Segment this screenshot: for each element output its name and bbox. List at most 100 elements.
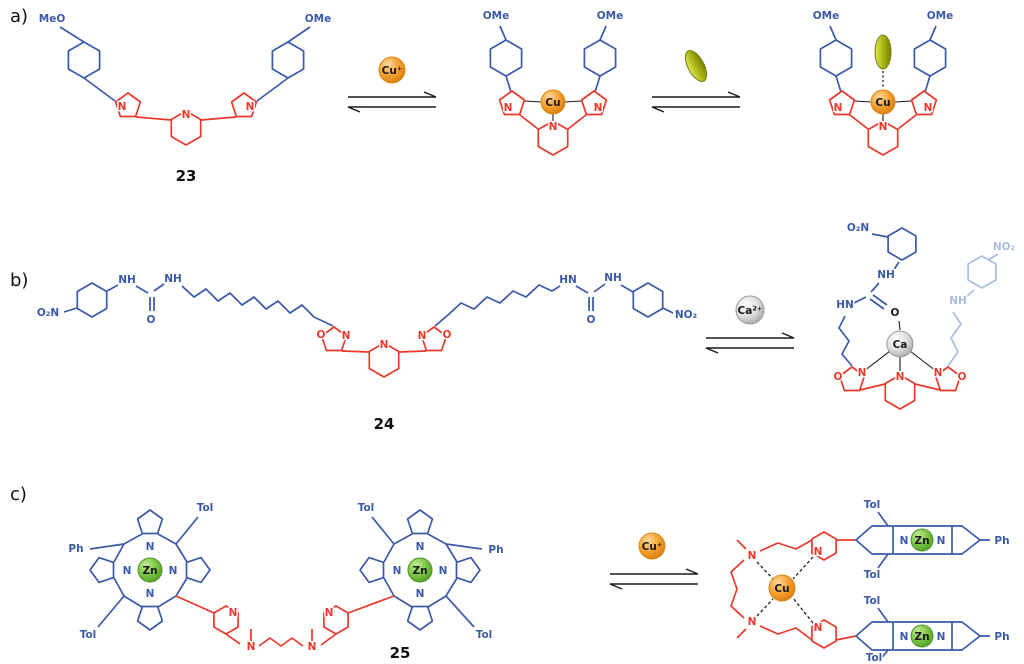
- methoxy-label: MeO: [39, 13, 66, 25]
- oxygen-label: O: [587, 314, 596, 326]
- nitrogen-label: N: [146, 541, 155, 553]
- benzene-ring: [819, 39, 853, 77]
- zinc-label: Zn: [914, 631, 929, 643]
- bonds-red: [175, 595, 395, 647]
- panel-c: c) Zn Zn N N N N N N N N: [10, 484, 1011, 664]
- methoxy-label: OMe: [597, 10, 624, 22]
- zinc-center: [407, 557, 433, 583]
- amide-nh-label: HN: [836, 299, 854, 311]
- complex-24-ca: Ca N N N O O O HN NH O₂N NH NO₂: [832, 221, 1017, 410]
- nitrogen-label: N: [814, 622, 823, 634]
- panel-b: b) O₂N NH O NH N O N N O HN O NH NO₂ 24: [10, 221, 1017, 435]
- copper-center: [540, 89, 566, 115]
- nitrogen-label: N: [416, 588, 425, 600]
- amide-nh-label: NH: [877, 269, 895, 281]
- benzene-ring: [913, 39, 947, 77]
- panel-label: a): [10, 6, 28, 27]
- equilibrium-arrows: [347, 91, 437, 113]
- calcium-center: [886, 330, 914, 358]
- pyrrole-ring: [136, 509, 164, 535]
- copper-label: Cu: [875, 97, 890, 109]
- phenyl-label: Ph: [488, 544, 503, 556]
- equilibrium-arrows: [609, 568, 699, 590]
- tolyl-label: Tol: [197, 502, 214, 514]
- bonds-red: [135, 116, 237, 121]
- nitrogen-label: N: [814, 546, 823, 558]
- amide-nh-label: NH: [164, 273, 182, 285]
- equilibrium-arrows: [651, 91, 741, 113]
- equilibrium-b: Ca²⁺: [705, 295, 795, 354]
- nitrogen-label: N: [934, 367, 943, 379]
- nitrogen-label: N: [247, 641, 256, 653]
- pyrrole-ring: [136, 605, 164, 631]
- panel-label: c): [10, 484, 27, 505]
- nitrogen-label: N: [118, 101, 127, 113]
- bonds-red: [859, 383, 941, 391]
- nitrogen-label: N: [325, 607, 334, 619]
- copper-center: [768, 574, 796, 602]
- amide-nh-label-faded: NH: [949, 295, 967, 307]
- cation-label: Ca²⁺: [738, 305, 763, 317]
- compound-number: 23: [176, 167, 197, 185]
- bonds-blue: [838, 233, 900, 367]
- nitrogen-label: N: [937, 535, 946, 547]
- nitrogen-label: N: [182, 109, 191, 121]
- benzene-ring: [489, 39, 523, 77]
- bonds-blue: [63, 283, 674, 327]
- pyrrole-ring: [185, 556, 211, 584]
- amide-nh-label: NH: [604, 272, 622, 284]
- compound-number: 24: [374, 415, 395, 433]
- nitrogen-label: N: [246, 101, 255, 113]
- nitrogen-label: N: [123, 565, 132, 577]
- panel-label: b): [10, 270, 28, 291]
- nitrogen-label: N: [342, 330, 351, 342]
- amide-nh-label: HN: [559, 274, 577, 286]
- nitrogen-label: N: [748, 550, 757, 562]
- tolyl-label: Tol: [864, 499, 881, 511]
- equilibrium-a1: Cu⁺: [347, 56, 437, 113]
- nitrogen-label: N: [900, 631, 909, 643]
- tolyl-label: Tol: [80, 629, 97, 641]
- ligand-25: Zn Zn N N N N N N N N Ph Tol Tol Tol Ph …: [67, 501, 505, 664]
- nitrogen-label: N: [879, 121, 888, 133]
- complex-23-cu: Cu OMe OMe N N N: [481, 9, 625, 156]
- calcium-label: Ca: [893, 339, 908, 351]
- benzene-ring: [632, 282, 664, 318]
- bonds-red: [730, 539, 857, 641]
- equilibrium-c: Cu⁺: [609, 532, 699, 590]
- zinc-label: Zn: [142, 565, 157, 577]
- nitrogen-label: N: [858, 367, 867, 379]
- nitrogen-label: N: [229, 607, 238, 619]
- nitrogen-label: N: [418, 330, 427, 342]
- oxygen-label: O: [891, 307, 900, 319]
- calcium-ion: [735, 295, 765, 325]
- pyrrole-ring: [406, 605, 434, 631]
- cation-label: Cu⁺: [642, 541, 663, 553]
- complex-25-cu: Cu N N N N Zn Zn N N N N Ph Ph Tol Tol T…: [730, 498, 1011, 664]
- pyrrole-ring: [359, 556, 385, 584]
- bonds-red: [519, 114, 587, 130]
- benzene-ring: [887, 227, 917, 261]
- copper-label: Cu: [545, 97, 560, 109]
- oxygen-label: O: [834, 371, 843, 383]
- benzene-ring: [583, 39, 617, 77]
- ligand-23: MeO OMe N N N 23: [37, 12, 332, 187]
- bonds-blue: [499, 25, 607, 93]
- nitro-label-faded: NO₂: [993, 241, 1016, 253]
- pyrrole-ring: [89, 556, 115, 584]
- bonds-blue: [829, 25, 937, 93]
- zinc-label: Zn: [412, 565, 427, 577]
- guest-capsule: [874, 34, 892, 70]
- nitrogen-label: N: [439, 565, 448, 577]
- coordination-dashes: [756, 556, 814, 624]
- panel-a: a) MeO OMe N N N 23 Cu⁺: [10, 6, 955, 187]
- oxygen-label: O: [443, 329, 452, 341]
- zinc-center: [137, 557, 163, 583]
- nitrogen-label: N: [937, 631, 946, 643]
- copper-label: Cu: [774, 583, 789, 595]
- copper-ion: [638, 532, 666, 560]
- nitrogen-label: N: [549, 121, 558, 133]
- nitro-label: O₂N: [37, 307, 59, 319]
- nitrogen-label: N: [416, 541, 425, 553]
